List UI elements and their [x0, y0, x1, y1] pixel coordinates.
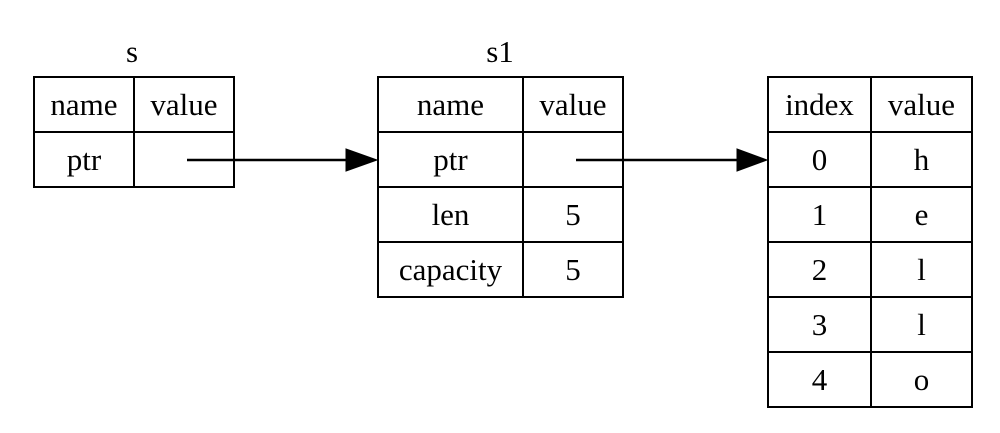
table-row: 3 l — [767, 296, 973, 353]
field-value-capacity: 5 — [522, 241, 624, 298]
heap-index: 1 — [767, 186, 872, 243]
table-row: ptr — [377, 131, 624, 188]
table-row: 0 h — [767, 131, 973, 188]
table-row: len 5 — [377, 186, 624, 243]
table-row: capacity 5 — [377, 241, 624, 298]
heap-index: 4 — [767, 351, 872, 408]
node-s-title: s — [125, 34, 139, 69]
field-name-len: len — [377, 186, 524, 243]
heap-value: l — [870, 241, 973, 298]
field-value-len: 5 — [522, 186, 624, 243]
table-header-row: name value — [33, 76, 235, 133]
node-s-table: name value ptr — [33, 76, 235, 188]
node-s1-table: name value ptr len 5 capacity 5 — [377, 76, 624, 298]
table-row: 2 l — [767, 241, 973, 298]
node-heap-table: index value 0 h 1 e 2 l 3 l 4 o — [767, 76, 973, 408]
field-name-ptr: ptr — [377, 131, 524, 188]
column-header-name: name — [33, 76, 135, 133]
heap-index: 3 — [767, 296, 872, 353]
heap-value: l — [870, 296, 973, 353]
heap-index: 0 — [767, 131, 872, 188]
table-header-row: index value — [767, 76, 973, 133]
edge-s1-ptr-to-heap-0 — [576, 148, 769, 172]
field-name-ptr: ptr — [33, 131, 135, 188]
column-header-index: index — [767, 76, 872, 133]
column-header-name: name — [377, 76, 524, 133]
column-header-value: value — [870, 76, 973, 133]
node-s1-title: s1 — [486, 34, 514, 69]
heap-value: e — [870, 186, 973, 243]
heap-index: 2 — [767, 241, 872, 298]
column-header-value: value — [133, 76, 235, 133]
table-row: 4 o — [767, 351, 973, 408]
field-name-capacity: capacity — [377, 241, 524, 298]
heap-value: o — [870, 351, 973, 408]
table-row: 1 e — [767, 186, 973, 243]
table-row: ptr — [33, 131, 235, 188]
column-header-value: value — [522, 76, 624, 133]
heap-value: h — [870, 131, 973, 188]
table-header-row: name value — [377, 76, 624, 133]
edge-s-ptr-to-s1-ptr — [187, 148, 379, 172]
